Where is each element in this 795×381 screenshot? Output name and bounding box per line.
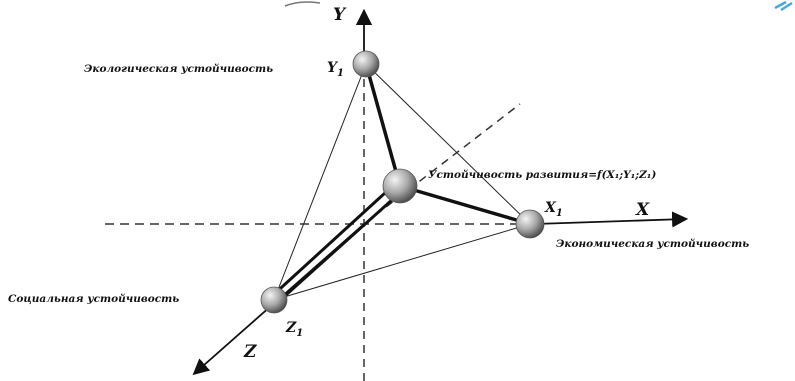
caption-social: Социальная устойчивость (8, 292, 179, 305)
edge-y1-x1 (365, 63, 531, 225)
edge-center-z1-parallel (275, 188, 405, 305)
diagonal-dashed (363, 103, 521, 225)
corner-mark-icon (284, 1, 321, 7)
sphere-center (382, 168, 418, 204)
sphere-x1 (515, 209, 545, 239)
caption-ecological: Экологическая устойчивость (84, 62, 273, 75)
point-y1-label: Y1 (327, 60, 344, 79)
caption-sustainability-function: Устойчивость развития=f(X₁;Y₁;Z₁) (428, 168, 656, 181)
point-x1-label: X1 (544, 200, 563, 219)
corner-accent-icon (774, 0, 793, 12)
x-axis-arrow (534, 211, 689, 228)
edge-x1-z1 (273, 223, 531, 301)
edge-center-x1 (399, 184, 531, 226)
sphere-z1 (260, 286, 288, 314)
point-z1-label: Z1 (285, 320, 303, 339)
x-axis-label: X (635, 200, 650, 220)
edge-center-z1 (269, 180, 399, 299)
edge-center-y1 (364, 63, 402, 187)
sphere-y1 (352, 50, 380, 78)
edge-y1-z1 (273, 63, 367, 301)
caption-economic: Экономическая устойчивость (556, 237, 749, 250)
z-axis-label: Z (243, 342, 257, 362)
y-axis-label: Y (333, 5, 347, 25)
